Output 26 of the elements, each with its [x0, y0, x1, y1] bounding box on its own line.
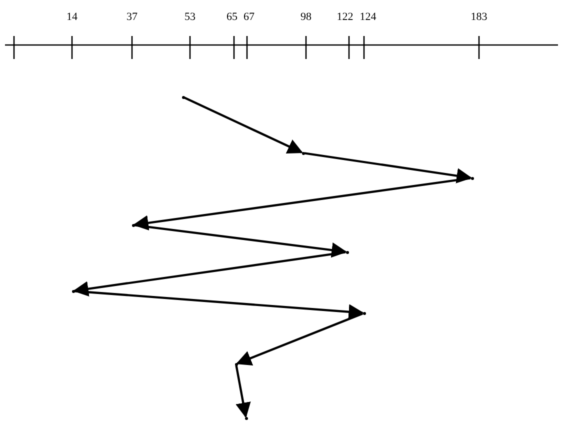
arrow — [74, 290, 364, 320]
path-point — [470, 176, 474, 180]
path-point — [182, 96, 184, 98]
tick-label: 65 — [226, 11, 238, 23]
path-point — [244, 416, 248, 420]
tick-label: 122 — [336, 11, 354, 23]
tick-label: 53 — [184, 11, 196, 23]
arrow — [134, 224, 348, 258]
path-point — [234, 362, 238, 366]
tick-label: 37 — [126, 11, 138, 23]
tick-label: 183 — [470, 11, 488, 23]
path-point — [302, 152, 304, 154]
path-point — [362, 312, 366, 314]
tick-label: 98 — [300, 11, 312, 23]
path-point — [132, 224, 134, 226]
arrow — [235, 365, 251, 418]
arrow — [184, 96, 304, 154]
path-point — [72, 290, 74, 292]
path-point — [346, 250, 348, 254]
arrow — [236, 312, 364, 366]
arrow — [132, 177, 471, 231]
tick-label: 14 — [66, 11, 78, 23]
tick-label: 67 — [244, 11, 254, 23]
tick-label: 124 — [360, 11, 376, 23]
arrow — [72, 251, 346, 296]
arrow — [304, 152, 472, 184]
